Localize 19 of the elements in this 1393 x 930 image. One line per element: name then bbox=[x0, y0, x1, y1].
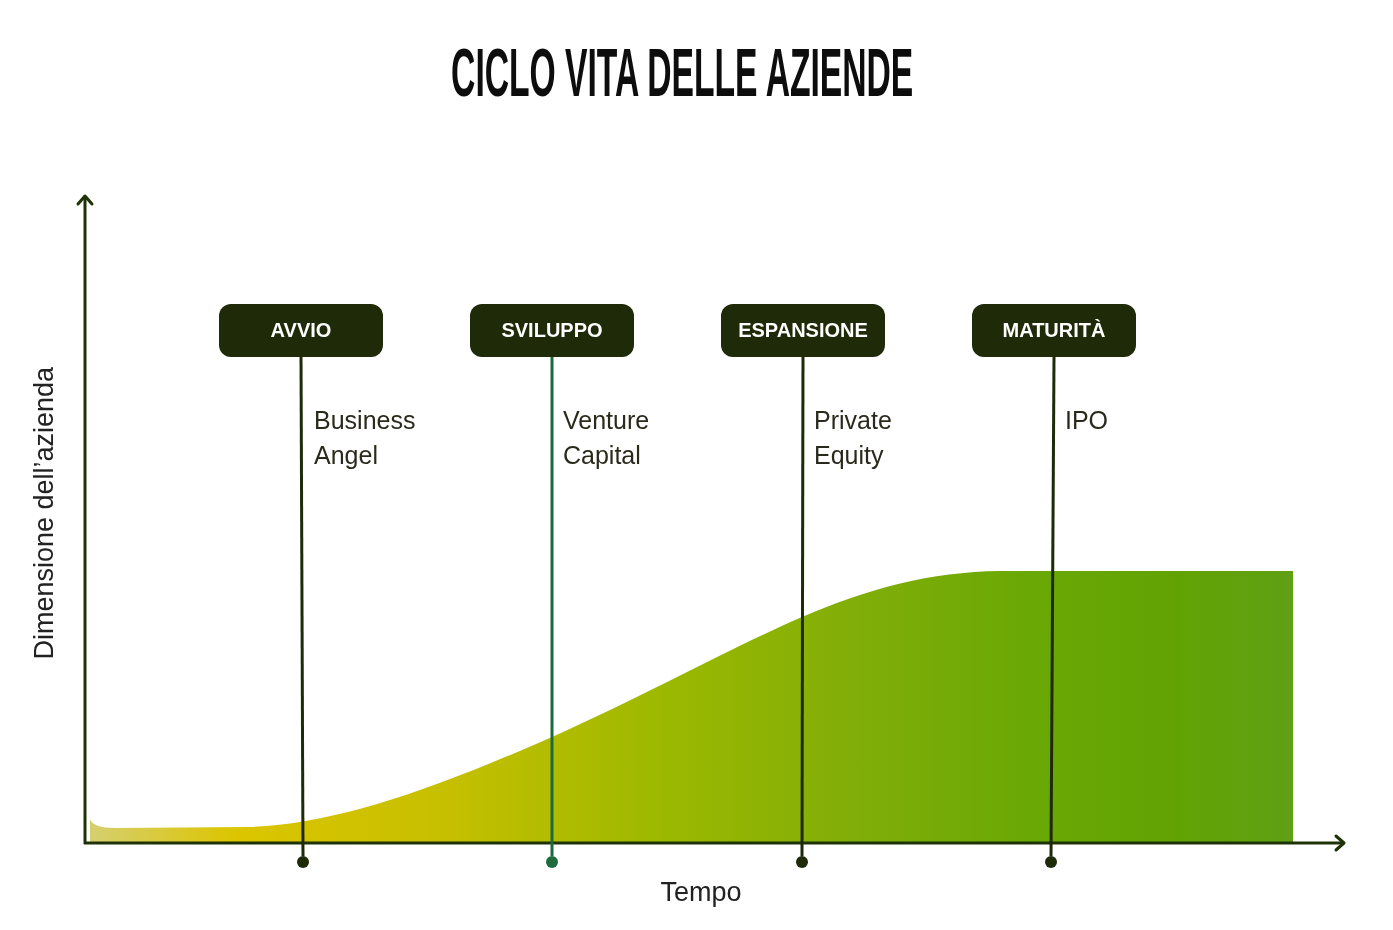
edge-label: Private Equity bbox=[814, 405, 893, 471]
edge-label: Venture Capital bbox=[563, 405, 651, 471]
connector-line bbox=[800, 357, 805, 856]
edge-label: IPO bbox=[1065, 405, 1110, 436]
end-dot bbox=[796, 856, 808, 868]
end-dot bbox=[546, 856, 558, 868]
end-dot bbox=[1045, 856, 1057, 868]
end-dot bbox=[297, 856, 309, 868]
connector-line bbox=[1049, 357, 1056, 856]
stage-label: MATURITÀ bbox=[972, 304, 1136, 357]
axis-label: Dimensione dell’azienda bbox=[27, 366, 60, 660]
stage-label: AVVIO bbox=[219, 304, 383, 357]
stage-label: ESPANSIONE bbox=[721, 304, 885, 357]
connector-line bbox=[550, 357, 554, 856]
connector-line bbox=[299, 357, 305, 856]
axis-label: Tempo bbox=[660, 876, 742, 909]
edge-label: Business Angel bbox=[314, 405, 417, 471]
stage-label: SVILUPPO bbox=[470, 304, 634, 357]
title: CICLO VITA DELLE AZIENDE bbox=[451, 38, 914, 106]
